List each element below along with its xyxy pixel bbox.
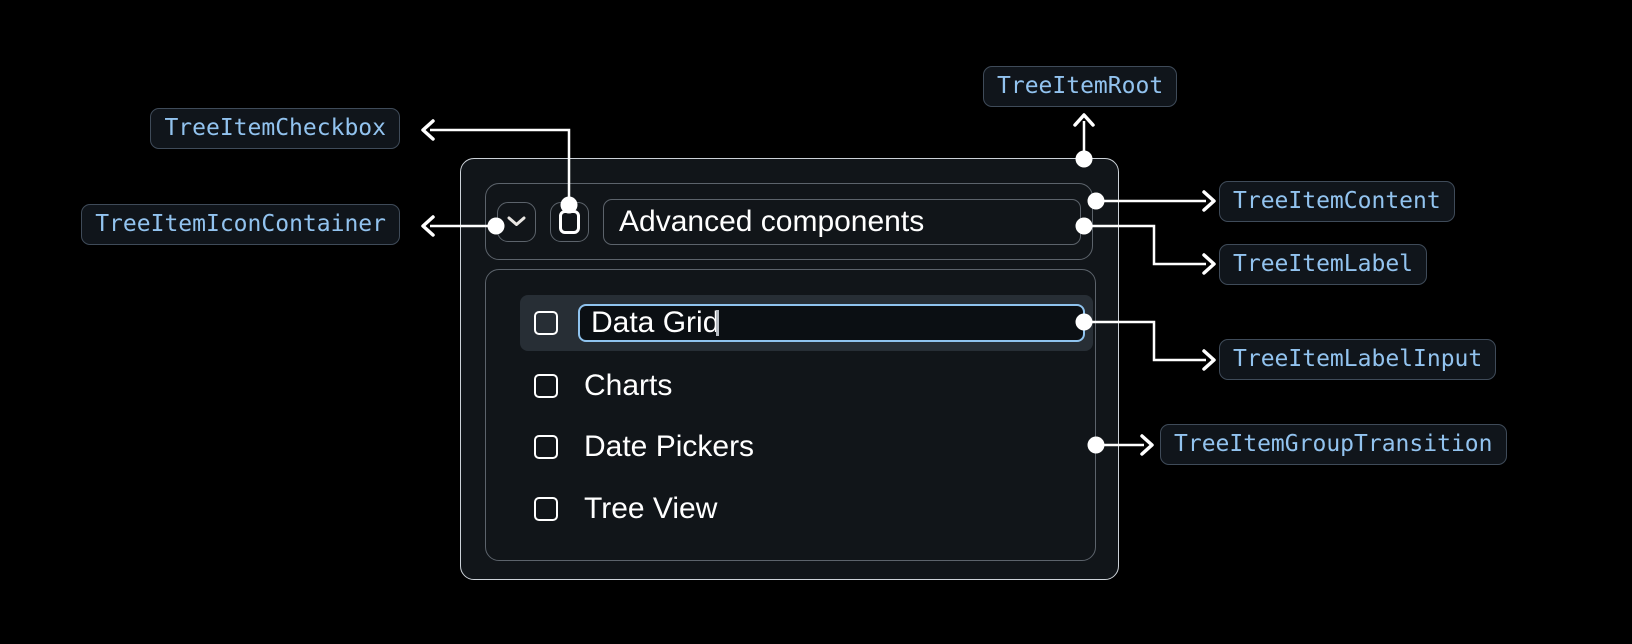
checkbox-unchecked-icon — [559, 209, 580, 234]
checkbox-unchecked-icon[interactable] — [534, 497, 558, 521]
annotation-tree-item-icon-container: TreeItemIconContainer — [81, 204, 400, 245]
tree-item-label-input-frame — [578, 304, 1094, 342]
tree-row-date-pickers[interactable]: Date Pickers — [534, 427, 754, 467]
annotation-tree-item-content: TreeItemContent — [1219, 181, 1455, 222]
annotation-tree-item-root: TreeItemRoot — [983, 66, 1178, 107]
annotation-tree-item-group-transition: TreeItemGroupTransition — [1160, 424, 1507, 465]
checkbox-unchecked-icon[interactable] — [534, 435, 558, 459]
expand-collapse-button[interactable] — [497, 201, 536, 242]
chevron-down-icon — [507, 216, 526, 227]
tree-item-root: Advanced components Charts Date Pickers — [460, 158, 1119, 580]
tree-item-label-text: Date Pickers — [584, 430, 755, 463]
annotation-tree-item-checkbox: TreeItemCheckbox — [150, 108, 400, 149]
tree-item-checkbox[interactable] — [550, 201, 589, 242]
tree-row-data-grid[interactable] — [520, 295, 1094, 351]
tree-item-label[interactable]: Advanced components — [603, 198, 1081, 245]
tree-item-group-transition: Charts Date Pickers Tree View — [485, 269, 1096, 561]
tree-item-label-text: Advanced components — [619, 204, 925, 238]
tree-row-tree-view[interactable]: Tree View — [534, 489, 717, 529]
tree-row-charts[interactable]: Charts — [534, 366, 672, 406]
tree-item-label-text: Charts — [584, 369, 673, 402]
tree-item-content[interactable]: Advanced components — [485, 183, 1093, 260]
annotation-tree-item-label-input: TreeItemLabelInput — [1219, 339, 1497, 380]
tree-item-label-input[interactable] — [580, 306, 1094, 342]
annotation-tree-item-label: TreeItemLabel — [1219, 244, 1428, 285]
text-caret — [716, 310, 719, 336]
checkbox-unchecked-icon[interactable] — [534, 374, 558, 398]
checkbox-unchecked-icon[interactable] — [534, 311, 558, 335]
tree-item-label-text: Tree View — [584, 492, 718, 525]
